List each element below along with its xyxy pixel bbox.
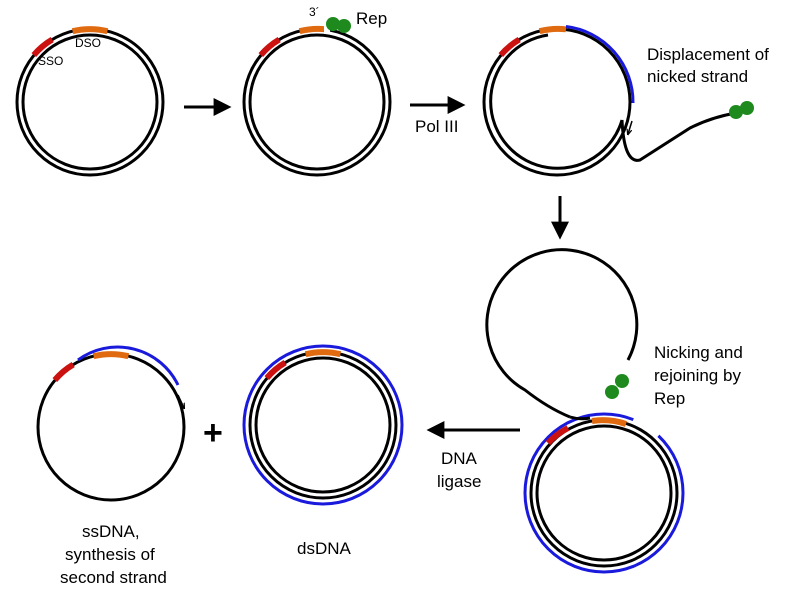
sso-segment xyxy=(52,362,75,383)
dso-segment xyxy=(92,351,130,360)
new-strand-synthesis xyxy=(565,25,635,104)
junction xyxy=(569,415,591,421)
displaced-ssdna-loop xyxy=(485,248,639,419)
inner-strand xyxy=(535,424,673,562)
new-strand xyxy=(523,412,685,574)
sso-segment xyxy=(258,37,281,58)
synthesis-direction-arrow xyxy=(177,394,184,408)
rep-protein-subunit xyxy=(740,101,754,115)
sso-segment xyxy=(498,37,521,58)
plus-sign: + xyxy=(203,414,223,452)
plasmid-3-displacement: Displacement of nicked strand xyxy=(482,25,769,177)
rep-label: Rep xyxy=(356,9,387,28)
dso-segment xyxy=(71,26,109,35)
new-strand xyxy=(242,344,404,506)
dso-segment xyxy=(538,25,567,35)
nicking-caption-line3: Rep xyxy=(654,389,685,408)
three-prime-label: 3´ xyxy=(309,5,320,19)
dso-segment xyxy=(591,417,627,427)
dso-label: DSO xyxy=(75,36,101,50)
inner-strand xyxy=(248,33,386,171)
pol-iii-label: Pol III xyxy=(415,117,458,136)
step-4-nicking-rejoining: Nicking and rejoining by Rep xyxy=(485,248,743,574)
dso-segment xyxy=(298,25,327,35)
second-strand-synthesis xyxy=(77,345,180,386)
dso-segment xyxy=(304,349,342,358)
ssdna-label-line2: synthesis of xyxy=(65,545,155,564)
displaced-strand-tail xyxy=(620,111,737,162)
nicked-strand-remaining xyxy=(489,33,624,170)
nicking-caption-line1: Nicking and xyxy=(654,343,743,362)
rep-protein-subunit xyxy=(605,385,619,399)
sso-segment xyxy=(264,360,287,381)
dsdna-label: dsDNA xyxy=(297,539,352,558)
displacement-caption-line2: nicked strand xyxy=(647,67,748,86)
rep-protein-subunit xyxy=(326,17,340,31)
dsdna-product: dsDNA xyxy=(242,344,404,558)
rep-protein-subunit xyxy=(729,105,743,119)
inner-strand xyxy=(21,33,159,171)
rep-protein-subunit xyxy=(337,19,351,33)
inner-strand xyxy=(254,356,392,494)
sso-segment xyxy=(545,425,570,446)
plasmid-1-double-stranded: SSO DSO xyxy=(15,26,165,177)
nicking-caption-line2: rejoining by xyxy=(654,366,741,385)
ssdna-label-line3: second strand xyxy=(60,568,167,587)
ssdna-label-line1: ssDNA, xyxy=(82,522,140,541)
dna-ligase-label-line2: ligase xyxy=(437,472,481,491)
rep-protein-subunit xyxy=(615,374,629,388)
ssdna-product: ssDNA, synthesis of second strand xyxy=(36,345,186,587)
plasmid-2-nicked: 3´ Rep xyxy=(242,5,392,177)
sso-segment xyxy=(31,37,54,58)
displacement-caption-line1: Displacement of xyxy=(647,45,769,64)
nick-gap xyxy=(324,25,330,34)
dna-ligase-label-line1: DNA xyxy=(441,449,478,468)
synthesis-direction-arrow xyxy=(628,120,633,134)
sso-label: SSO xyxy=(38,54,63,68)
